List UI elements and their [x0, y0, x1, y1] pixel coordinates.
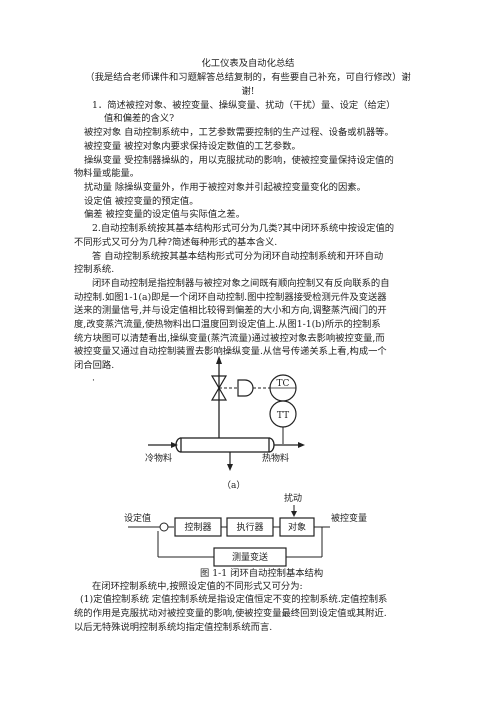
doc-title: 化工仪表及自动化总结: [201, 58, 295, 69]
summing-junction-icon: [159, 522, 169, 532]
tc-label: TC: [277, 379, 290, 389]
svg-text:控制器: 控制器: [184, 521, 211, 533]
question-2: 2.自动控制系统按其基本结构形式可分为几类?其中闭环系统中按设定值的: [92, 223, 395, 234]
paragraph-line: (1)定值控制系统 定值控制系统是指设定值恒定不变的控制系统.定值控制系: [80, 594, 388, 605]
def-setpoint: 设定值 被控变量的预定值。: [84, 196, 199, 207]
def-error: 偏差 被控变量的设定值与实际值之差。: [84, 209, 246, 220]
disturbance-label: 扰动: [284, 492, 302, 504]
paragraph-line: 统方块图可以清楚看出,操纵变量(蒸汽流量)通过被控对象去影响被控变量,而: [74, 333, 385, 344]
paragraph-line: 以后无特殊说明控制系统均指定值控制系统而言.: [74, 622, 273, 633]
tt-label: TT: [277, 411, 289, 421]
steam-valve-icon: [210, 375, 228, 390]
cold-material-label: 冷物料: [145, 452, 172, 464]
paragraph-line: 动控制.如图1-1(a)即是一个闭环自动控制.图中控制器接受检测元件及变送器: [74, 292, 387, 303]
paragraph-line: 闭合回路.: [74, 360, 115, 371]
setpoint-label: 设定值: [124, 512, 151, 524]
valve-actuator-icon: [237, 379, 254, 397]
answer-2-cont: 控制系统.: [74, 264, 115, 275]
paragraph-line: 送来的测量信号,并与设定值相比较得到偏差的大小和方向,调整蒸汽阀门的开: [74, 305, 387, 316]
def-manipulated-variable-cont: 物料量或能量。: [74, 168, 140, 179]
question-1: 1．简述被控对象、被控变量、操纵变量、扰动（干扰）量、设定（给定）: [92, 100, 396, 111]
svg-text:测量变送: 测量变送: [232, 551, 268, 563]
heat-exchanger-icon: [180, 437, 270, 453]
controlled-variable-label: 被控变量: [331, 512, 367, 524]
doc-subtitle: （我是结合老师课件和习题解答总结复制的，有些要自己补充，可自行修改）谢: [85, 72, 411, 83]
question-1-cont: 值和偏差的含义?: [104, 113, 175, 124]
answer-2: 答 自动控制系统按其基本结构形式可分为闭环自动控制系统和开环自动: [92, 251, 384, 262]
question-2-cont: 不同形式又可分为几种?简述每种形式的基本含义.: [74, 237, 278, 248]
def-controlled-variable: 被控变量 被控对象内要求保持设定数值的工艺参数。: [84, 141, 301, 152]
def-manipulated-variable: 操纵变量 受控制器操纵的，用以克服扰动的影响，使被控变量保持设定值的: [84, 155, 394, 166]
bullet-dot: ·: [92, 375, 95, 386]
def-controlled-object: 被控对象 自动控制系统中，工艺参数需要控制的生产过程、设备或机器等。: [84, 127, 394, 138]
hot-material-label: 热物料: [262, 452, 289, 464]
doc-subtitle-cont: 谢!: [241, 86, 255, 97]
svg-text:执行器: 执行器: [236, 521, 263, 533]
paragraph-line: 被控变量又通过自动控制装置去影响操纵变量.从信号传递关系上看,构成一个: [74, 346, 387, 357]
svg-text:对象: 对象: [288, 521, 306, 533]
figure-caption: 图 1-1 闭环自动控制基本结构: [200, 568, 324, 579]
paragraph-line: 统的作用是克服扰动对被控变量的影响,使被控变量最终回到设定值或其附近.: [74, 608, 387, 619]
figure-a-label: （a）: [222, 480, 245, 491]
paragraph-line: 在闭环控制系统中,按照设定值的不同形式又可分为:: [92, 581, 303, 592]
paragraph-line: 闭环自动控制是指控制器与被控对象之间既有顺向控制又有反向联系的自: [92, 278, 390, 289]
def-disturbance: 扰动量 除操纵变量外，作用于被控对象并引起被控变量变化的因素。: [84, 182, 366, 193]
paragraph-line: 度,改变蒸汽流量,使热物料出口温度回到设定值上.从图1-1(b)所示的控制系: [74, 319, 381, 330]
